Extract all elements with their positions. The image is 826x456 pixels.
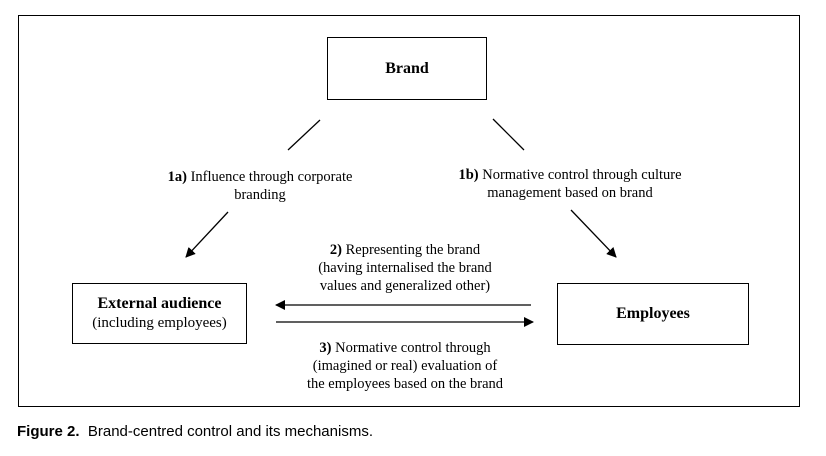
diagram-frame <box>18 15 800 407</box>
culture-arrow-to-employees <box>570 209 617 258</box>
label-3-line2: (imagined or real) evaluation of <box>312 358 498 374</box>
figure-caption-text: Brand-centred control and its mechanisms… <box>87 423 373 440</box>
label-1a-line2: branding <box>234 187 286 203</box>
label-2-line1: Representing the brand <box>345 242 481 258</box>
brand-box-title: Brand <box>385 59 429 77</box>
label-1a-number: 1a) <box>167 169 187 185</box>
label-1a: 1a) Influence through corporate branding <box>140 168 380 204</box>
label-2-line2: (having internalised the brand <box>318 260 492 276</box>
label-1b: 1b) Normative control through culture ma… <box>430 166 710 202</box>
employees-box: Employees <box>557 283 749 345</box>
external-audience-subtitle: (including employees) <box>92 315 227 331</box>
label-1b-line1: Normative control through culture <box>482 167 682 183</box>
figure-caption: Figure 2. Brand-centred control and its … <box>17 423 373 440</box>
external-audience-title: External audience <box>97 295 222 312</box>
brand-left-connector <box>287 119 321 151</box>
brand-box: Brand <box>327 37 487 100</box>
label-1b-number: 1b) <box>458 167 479 183</box>
label-3: 3) Normative control through (imagined o… <box>275 339 535 393</box>
label-2: 2) Representing the brand (having intern… <box>280 241 530 295</box>
label-1b-line2: management based on brand <box>487 185 653 201</box>
external-audience-box: External audience (including employees) <box>72 283 247 344</box>
brand-right-connector <box>492 118 525 151</box>
employees-box-title: Employees <box>616 305 690 322</box>
label-1a-line1: Influence through corporate <box>190 169 353 185</box>
label-3-line1: Normative control through <box>335 340 491 356</box>
label-3-line3: the employees based on the brand <box>306 376 504 392</box>
label-2-number: 2) <box>329 242 342 258</box>
label-2-line3: values and generalized other) <box>319 278 491 294</box>
branding-arrow-to-external <box>185 211 229 258</box>
figure-caption-label: Figure 2. <box>17 423 80 440</box>
label-3-number: 3) <box>319 340 332 356</box>
